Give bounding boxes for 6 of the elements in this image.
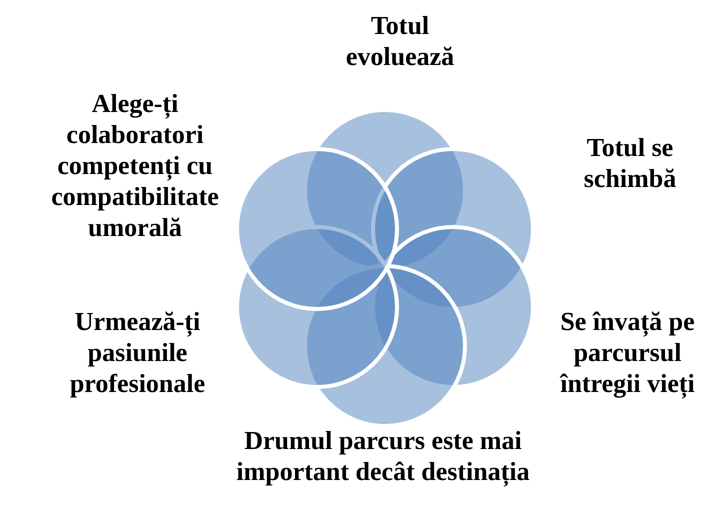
circle-caption: Alege-ți colaboratori competenți cu compatibilitate umorală	[50, 88, 220, 243]
circle-caption: Urmează-ți pasiunile profesionale	[68, 306, 206, 399]
circle-caption: Drumul parcurs este mai important decât destinația	[235, 425, 531, 487]
circle-caption: Totul evoluează	[344, 10, 456, 72]
circle-caption: Se învață pe parcursul întregii vieți	[558, 306, 696, 399]
circle-caption: Totul se schimbă	[582, 132, 678, 194]
